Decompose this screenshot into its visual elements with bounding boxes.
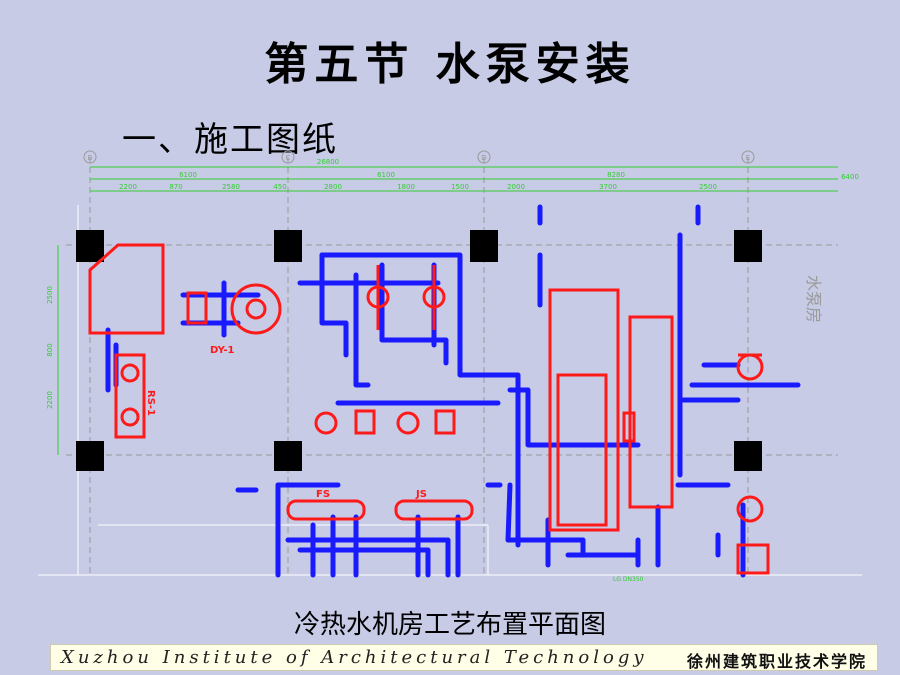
sub-dimension: 870 bbox=[169, 183, 182, 191]
sub-dimension: 1800 bbox=[397, 183, 415, 191]
sub-dimension: 2500 bbox=[699, 183, 717, 191]
label-dy1: DY-1 bbox=[210, 345, 234, 356]
label-js: JS bbox=[415, 489, 427, 500]
chiller-1 bbox=[548, 288, 620, 532]
structural-columns bbox=[76, 230, 762, 471]
chiller-2 bbox=[628, 315, 674, 509]
sub-dimension: 2200 bbox=[119, 183, 137, 191]
sub-dimension: 450 bbox=[273, 183, 286, 191]
left-dimension: 2200 bbox=[46, 391, 54, 409]
dimension-lines bbox=[57, 166, 838, 455]
sub-dimension: 2000 bbox=[507, 183, 525, 191]
overall-dimension: 26800 bbox=[317, 158, 339, 166]
bay-dimension: 8280 bbox=[607, 171, 625, 179]
left-dimension: 2500 bbox=[46, 286, 54, 304]
bay-dimension: 6100 bbox=[179, 171, 197, 179]
left-dimension: 800 bbox=[46, 343, 54, 356]
pump-dy1 bbox=[230, 283, 282, 335]
section-subtitle: 一、施工图纸 bbox=[122, 120, 338, 160]
label-fs: FS bbox=[316, 489, 330, 500]
label-rs1: RS-1 bbox=[145, 390, 156, 416]
footer-bar: Xuzhou Institute of Architectural Techno… bbox=[50, 644, 878, 671]
tank-js bbox=[394, 499, 474, 521]
sub-dimension: 3700 bbox=[599, 183, 617, 191]
sub-dimension: 2580 bbox=[222, 183, 240, 191]
slide-title: 第五节 水泵安装 bbox=[264, 39, 636, 90]
axis-markers bbox=[83, 150, 755, 164]
axis-label-c: C bbox=[286, 154, 291, 162]
drawing-caption: 冷热水机房工艺布置平面图 bbox=[293, 610, 606, 640]
axis-label-e: E bbox=[746, 154, 750, 162]
pump-rs1 bbox=[114, 353, 146, 439]
axis-label-b: B bbox=[88, 154, 93, 162]
sub-dimension: 1500 bbox=[451, 183, 469, 191]
floor-plan-drawing: B C D E 26800 6400 6100 6100 8280 2200 8… bbox=[38, 150, 862, 583]
room-label: 水泵房 bbox=[804, 275, 823, 323]
bay-dimension: 6100 bbox=[377, 171, 395, 179]
boiler-unit bbox=[88, 243, 165, 335]
right-dimension: 6400 bbox=[841, 173, 859, 181]
pipe-note: LG DN350 bbox=[613, 576, 644, 583]
tank-fs bbox=[286, 499, 366, 521]
sub-dimension: 2800 bbox=[324, 183, 342, 191]
equipment bbox=[88, 243, 770, 575]
footer-institute-en: Xuzhou Institute of Architectural Techno… bbox=[61, 647, 648, 668]
axis-label-d: D bbox=[481, 154, 486, 162]
footer-institute-cn: 徐州建筑职业技术学院 bbox=[686, 652, 867, 671]
